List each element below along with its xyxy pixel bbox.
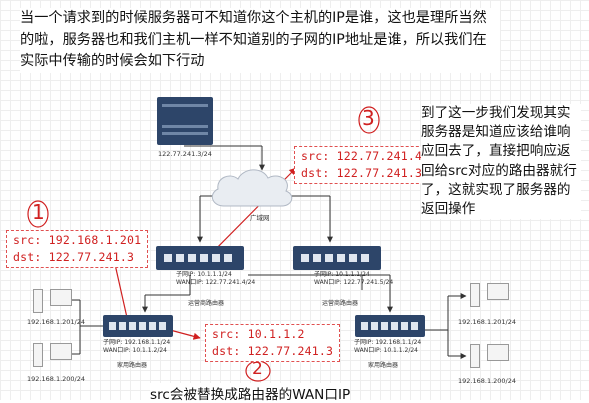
server-icon bbox=[157, 97, 213, 145]
carrier-router-left-info: 子网IP: 10.1.1.1/24 WAN口IP: 122.77.241.4/2… bbox=[176, 271, 255, 286]
step-one-label: 1 bbox=[32, 200, 45, 224]
step-three-circle bbox=[358, 106, 380, 134]
home-router-left-wan: WAN口IP: 10.1.1.2/24 bbox=[103, 346, 167, 354]
pc-left-bottom-icon bbox=[33, 343, 73, 367]
carrier-router-right-name: 运营商路由器 bbox=[322, 300, 359, 307]
carrier-router-right-lan: 子网IP: 10.1.1.1/24 bbox=[314, 271, 370, 278]
home-router-right-info: 子网IP: 192.168.1.1/24 WAN口IP: 10.1.1.2/24 bbox=[354, 339, 421, 354]
packet-box-1-dst: dst: 122.77.241.3 bbox=[13, 250, 135, 264]
packet-box-2-dst: dst: 122.77.241.3 bbox=[212, 344, 334, 358]
home-router-left-name: 家用路由器 bbox=[117, 362, 148, 369]
carrier-router-left-lan: 子网IP: 10.1.1.1/24 bbox=[176, 271, 232, 278]
carrier-router-right-wan: WAN口IP: 122.77.241.5/24 bbox=[314, 278, 394, 286]
home-router-right-name: 家用路由器 bbox=[368, 362, 399, 369]
step-one-circle bbox=[27, 200, 49, 228]
packet-box-1: src: 192.168.1.201 dst: 122.77.241.3 bbox=[6, 230, 149, 268]
carrier-router-right-icon bbox=[293, 246, 381, 270]
packet-box-2-src: src: 10.1.1.2 bbox=[212, 327, 305, 341]
home-router-left-info: 子网IP: 192.168.1.1/24 WAN口IP: 10.1.1.2/24 bbox=[103, 339, 170, 354]
packet-box-3-dst: dst: 122.77.241.3 bbox=[301, 166, 423, 180]
step-two-label: 2 bbox=[252, 359, 263, 379]
pc-right-top-icon bbox=[470, 283, 510, 307]
pc-left-top-ip: 192.168.1.201/24 bbox=[27, 318, 86, 326]
carrier-router-left-icon bbox=[156, 246, 244, 270]
pc-left-bottom-ip: 192.168.1.200/24 bbox=[27, 375, 86, 383]
bottom-caption: src会被替换成路由器的WAN口IP bbox=[150, 383, 351, 403]
home-router-left-icon bbox=[103, 315, 173, 337]
packet-box-3: src: 122.77.241.4 dst: 122.77.241.3 bbox=[294, 146, 430, 184]
pc-right-bottom-icon bbox=[470, 344, 510, 368]
home-router-left-lan: 子网IP: 192.168.1.1/24 bbox=[103, 339, 171, 346]
server-ip: 122.77.241.3/24 bbox=[158, 150, 212, 158]
packet-box-3-src: src: 122.77.241.4 bbox=[301, 149, 423, 163]
pc-right-bottom-ip: 192.168.1.200/24 bbox=[458, 377, 517, 385]
step-three-label: 3 bbox=[362, 106, 375, 130]
carrier-router-right-info: 子网IP: 10.1.1.1/24 WAN口IP: 122.77.241.5/2… bbox=[314, 271, 393, 286]
packet-arrow-2 bbox=[169, 329, 201, 340]
carrier-router-left-name: 运营商路由器 bbox=[188, 300, 225, 307]
carrier-router-left-wan: WAN口IP: 122.77.241.4/24 bbox=[176, 278, 256, 286]
home-router-right-wan: WAN口IP: 10.1.1.2/24 bbox=[354, 346, 418, 354]
packet-box-2: src: 10.1.1.2 dst: 122.77.241.3 bbox=[205, 324, 341, 362]
pc-right-top-ip: 192.168.1.201/24 bbox=[458, 318, 517, 326]
home-router-right-lan: 子网IP: 192.168.1.1/24 bbox=[354, 339, 422, 346]
cloud-label: 广域网 bbox=[250, 214, 270, 222]
explanation-note: 到了这一步我们发现其实服务器是知道应该给谁响应回去了，直接把响应返回给src对应… bbox=[421, 104, 581, 220]
packet-box-1-src: src: 192.168.1.201 bbox=[13, 233, 142, 247]
home-router-right-icon bbox=[355, 315, 425, 337]
pc-left-top-icon bbox=[33, 289, 73, 313]
intro-text: 当一个请求到的时候服务器可不知道你这个主机的IP是谁，这也是理所当然的啦，服务器… bbox=[20, 8, 500, 73]
